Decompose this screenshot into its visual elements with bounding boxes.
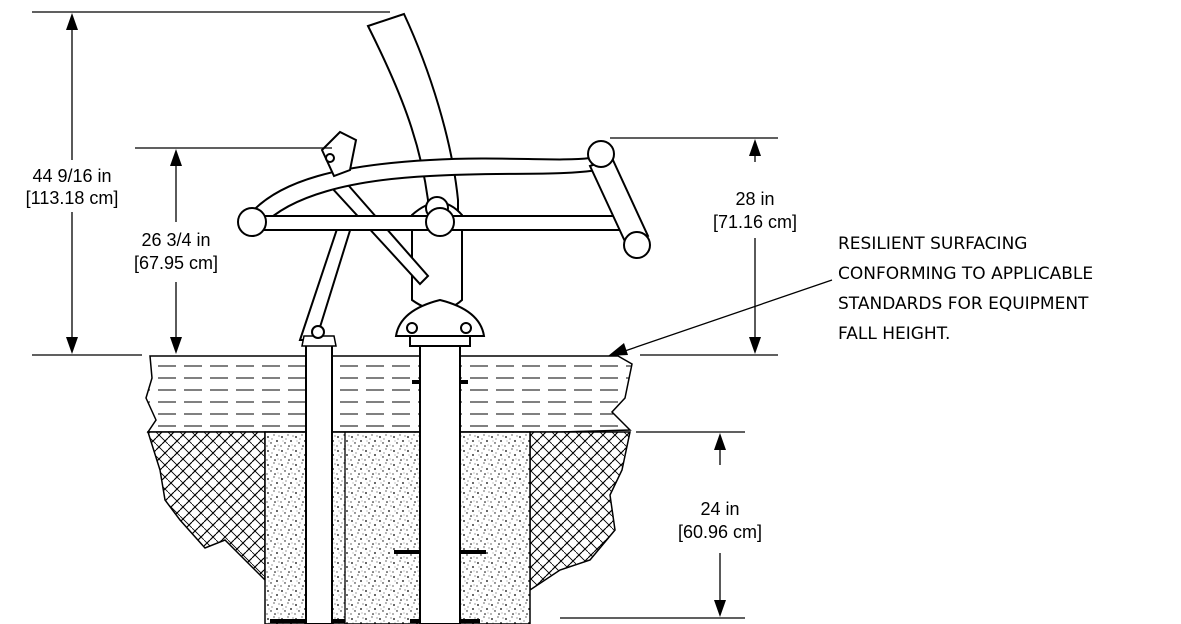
crossbar — [249, 215, 441, 231]
overall-height-imperial: 44 9/16 in — [32, 166, 111, 186]
dimension-lines — [32, 11, 833, 619]
soil-right — [529, 431, 631, 592]
callout-line-3: STANDARDS FOR EQUIPMENT — [838, 294, 1089, 314]
concrete-footing — [264, 431, 531, 624]
main-post — [419, 337, 461, 624]
footing-depth-metric: [60.96 cm] — [678, 522, 762, 542]
dimension-labels: 44 9/16 in [113.18 cm] 26 3/4 in [67.95 … — [26, 166, 797, 542]
callout-leader — [615, 279, 833, 355]
bar-height-imperial: 26 3/4 in — [141, 230, 210, 250]
soil-left — [146, 431, 266, 582]
resilient-surfacing-layer — [145, 355, 633, 433]
footing-depth-imperial: 24 in — [700, 499, 739, 519]
callout-line-4: FALL HEIGHT. — [838, 324, 950, 344]
callout-line-2: CONFORMING TO APPLICABLE — [838, 264, 1093, 284]
handle-height-metric: [71.16 cm] — [713, 212, 797, 232]
handle-height-imperial: 28 in — [735, 189, 774, 209]
crossbar-end-cap — [237, 207, 267, 237]
overall-height-metric: [113.18 cm] — [26, 188, 119, 208]
rear-post — [305, 337, 333, 624]
equipment-frame — [237, 12, 651, 624]
pivot-ball — [425, 207, 455, 237]
surfacing-callout: RESILIENT SURFACING CONFORMING TO APPLIC… — [838, 234, 1093, 344]
handle-end-cap — [587, 140, 615, 168]
ground-section — [145, 355, 633, 624]
bar-height-metric: [67.95 cm] — [134, 253, 218, 273]
callout-line-1: RESILIENT SURFACING — [838, 234, 1027, 254]
